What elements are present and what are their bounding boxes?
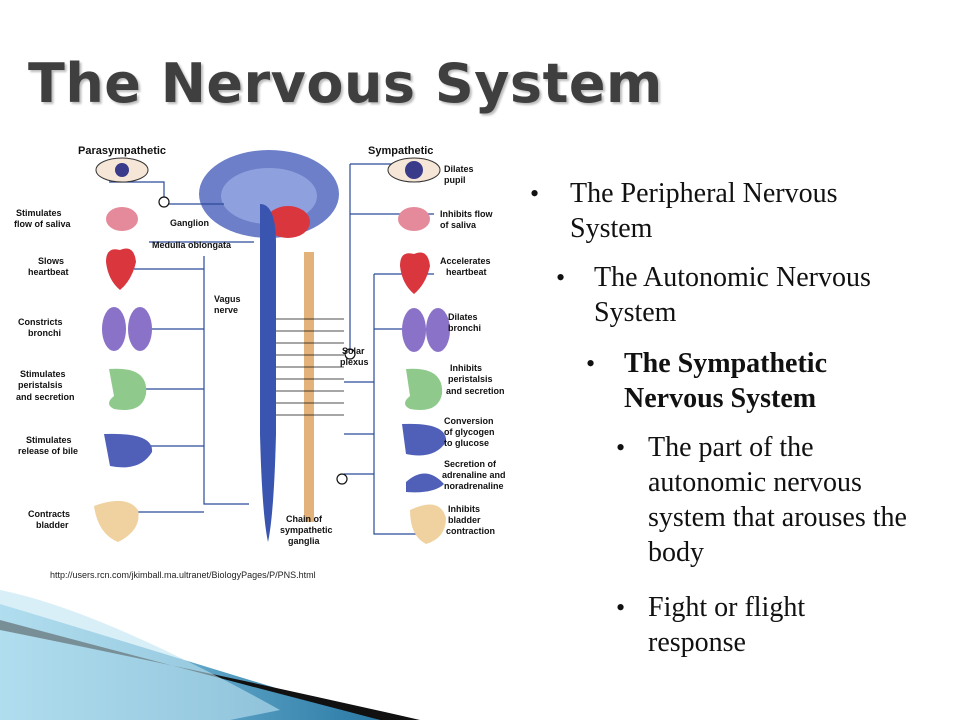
lungs-icon	[402, 308, 426, 352]
left-label: peristalsis	[18, 380, 63, 390]
left-label: Contracts	[28, 509, 70, 519]
ganglion-circles	[158, 196, 356, 485]
right-label: contraction	[446, 526, 495, 536]
right-label: Inhibits	[448, 504, 480, 514]
right-label: Dilates	[448, 312, 478, 322]
vagus-label: nerve	[214, 305, 238, 315]
bullet-text: The Sympathetic Nervous System	[624, 348, 827, 414]
chain-label: ganglia	[288, 536, 320, 546]
slide-title: The Nervous System	[28, 52, 663, 115]
bullet-text: Fight or flight response	[648, 592, 806, 658]
liver-icon	[104, 433, 153, 468]
right-label: of saliva	[440, 220, 477, 230]
left-label: Stimulates	[26, 435, 72, 445]
nervous-system-diagram: Parasympathetic Sympathetic	[14, 134, 530, 552]
bullet-text: The part of the autonomic nervous system…	[648, 432, 907, 568]
adrenal-gland-icon	[406, 473, 444, 493]
right-label: Secretion of	[444, 459, 497, 469]
solar-plexus-label: plexus	[340, 357, 369, 367]
right-label: heartbeat	[446, 267, 487, 277]
parasympathetic-header: Parasympathetic	[78, 145, 166, 157]
chain-label: Chain of	[286, 514, 323, 524]
ganglion-label: Ganglion	[170, 218, 209, 228]
left-label: bladder	[36, 520, 69, 530]
salivary-gland-icon	[398, 207, 430, 231]
liver-icon	[402, 423, 447, 456]
right-label: pupil	[444, 175, 466, 185]
right-label: Conversion	[444, 416, 494, 426]
left-label: heartbeat	[28, 267, 69, 277]
left-label: flow of saliva	[14, 219, 72, 229]
bullet-text: The Peripheral Nervous System	[570, 178, 838, 244]
bullet-text: The Autonomic Nervous System	[594, 262, 871, 328]
brain-icon	[199, 150, 339, 238]
right-label: to glucose	[444, 438, 489, 448]
chain-connectors	[276, 318, 344, 416]
heart-icon	[400, 252, 430, 294]
left-label: release of bile	[18, 446, 78, 456]
right-label: bladder	[448, 515, 481, 525]
right-label: Dilates	[444, 164, 474, 174]
right-label: and secretion	[446, 386, 505, 396]
bullet-dot: •	[586, 349, 596, 378]
stomach-icon	[405, 368, 443, 410]
right-label: of glycogen	[444, 427, 495, 437]
lungs-icon	[102, 307, 126, 351]
decorative-swoosh	[0, 590, 420, 720]
left-label: Slows	[38, 256, 64, 266]
bladder-icon	[94, 500, 139, 542]
sympathetic-header: Sympathetic	[368, 145, 433, 157]
salivary-gland-icon	[106, 207, 138, 231]
organ-icons-right	[387, 157, 450, 544]
spinal-cord	[260, 204, 276, 542]
chain-label: sympathetic	[280, 525, 333, 535]
bullet-dot: •	[556, 263, 566, 292]
vagus-label: Vagus	[214, 294, 241, 304]
left-label: bronchi	[28, 328, 61, 338]
solar-plexus-label: Solar	[342, 346, 365, 356]
source-citation: http://users.rcn.com/jkimball.ma.ultrane…	[50, 570, 316, 580]
right-label: adrenaline and	[442, 470, 506, 480]
right-label: Accelerates	[440, 256, 491, 266]
organ-icons-left	[94, 157, 153, 542]
right-label: noradrenaline	[444, 481, 504, 491]
heart-icon	[106, 248, 136, 290]
medulla-label: Medulla oblongata	[152, 240, 232, 250]
left-label: and secretion	[16, 392, 75, 402]
bullet-dot: •	[616, 433, 626, 462]
right-label: Inhibits	[450, 363, 482, 373]
left-label: Stimulates	[16, 208, 62, 218]
right-label: Inhibits flow	[440, 209, 493, 219]
sympathetic-chain	[304, 252, 314, 522]
stomach-icon	[109, 368, 147, 410]
left-label: Constricts	[18, 317, 63, 327]
bladder-icon	[410, 504, 446, 544]
right-label: bronchi	[448, 323, 481, 333]
left-label: Stimulates	[20, 369, 66, 379]
bullet-dot: •	[530, 179, 540, 208]
bullet-dot: •	[616, 593, 626, 622]
right-label: peristalsis	[448, 374, 493, 384]
